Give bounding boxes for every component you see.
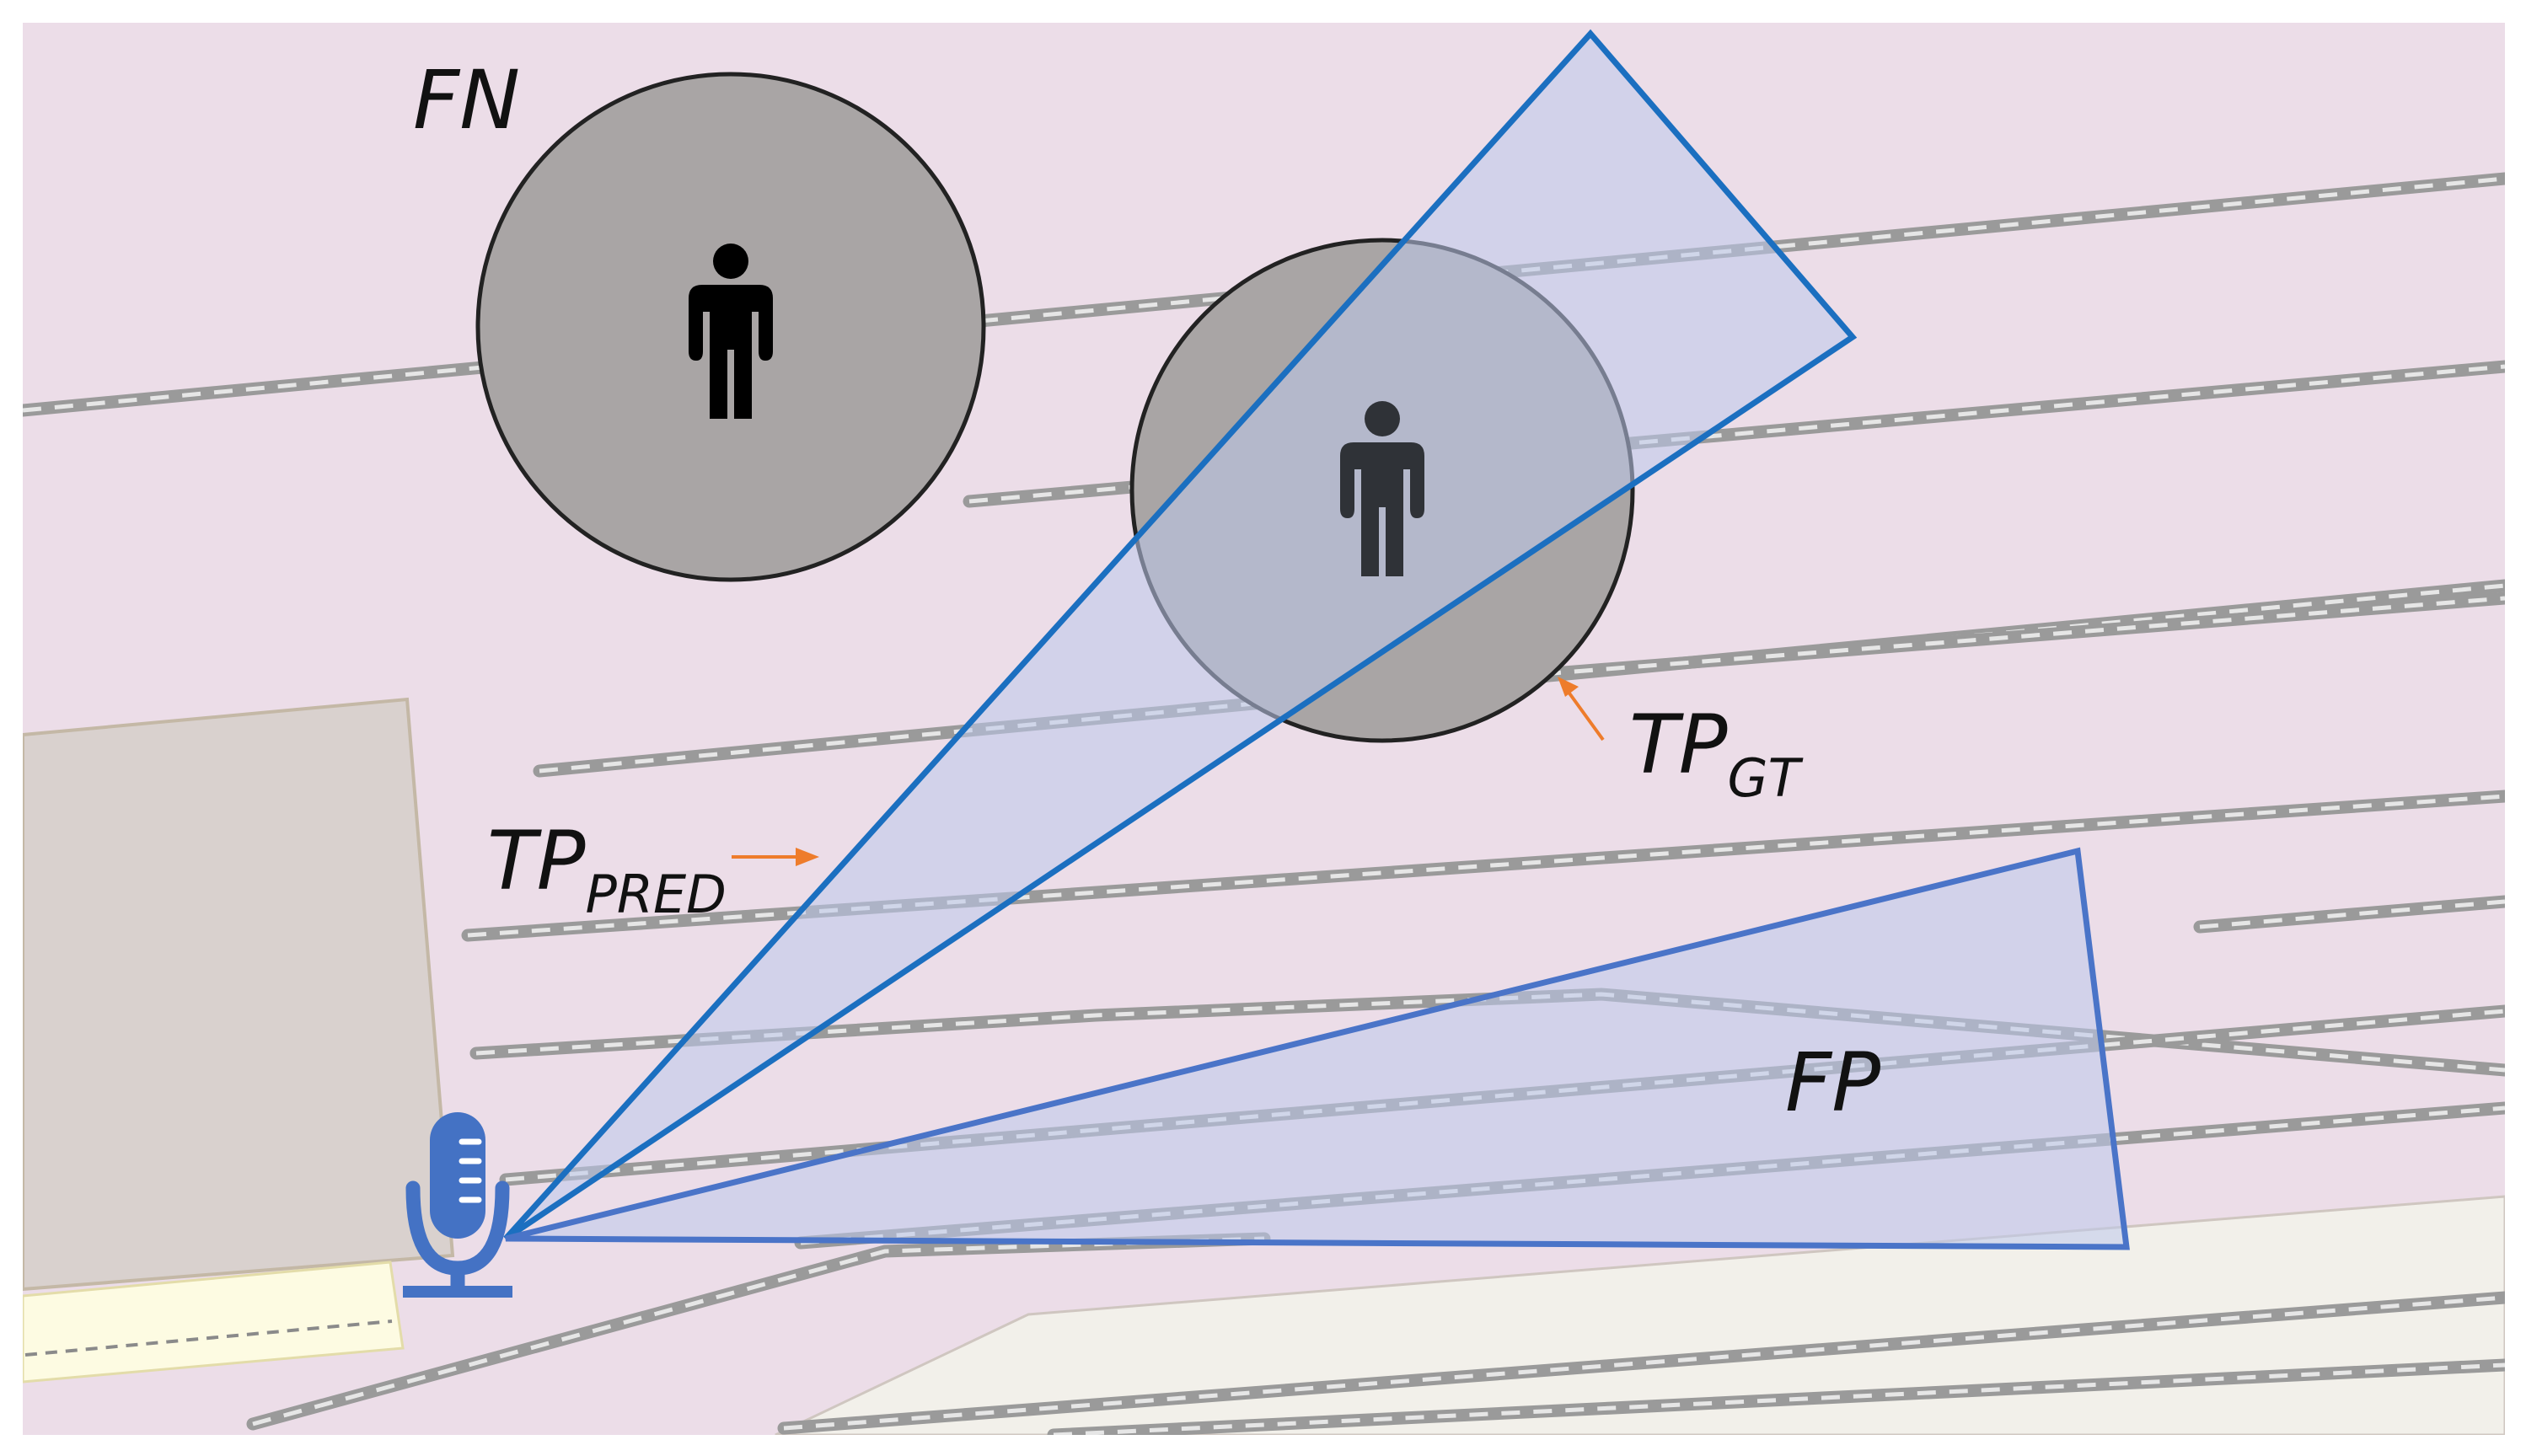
tp-prediction-cone [503, 29, 1858, 1241]
tp-pred-label: TPPRED [487, 814, 727, 925]
track-line [2193, 895, 2505, 934]
dashed-path [24, 1320, 393, 1357]
fn-label: FN [413, 53, 520, 147]
track-line [777, 1291, 2505, 1435]
tp-pred-arrow [732, 848, 819, 866]
microphone-icon [403, 1112, 512, 1298]
fp-label: FP [1785, 1036, 1880, 1130]
tp-pred-label-main: TP [487, 814, 586, 908]
building-footprint [23, 697, 455, 1292]
tp-gt-label: TPGT [1629, 698, 1804, 809]
road-area [775, 1195, 2505, 1435]
tp-gt-label-main: TP [1629, 698, 1728, 792]
yellow-strip [23, 1261, 405, 1384]
tp-gt-arrow [1558, 677, 1605, 741]
person-icon [1340, 401, 1424, 576]
track-line [1047, 1358, 2505, 1435]
fp-prediction-cone [505, 847, 2130, 1250]
tp-pred-label-sub: PRED [586, 864, 727, 925]
person-icon [689, 244, 773, 419]
tp-gt-label-sub: GT [1728, 747, 1804, 809]
track-line [1536, 592, 2505, 681]
